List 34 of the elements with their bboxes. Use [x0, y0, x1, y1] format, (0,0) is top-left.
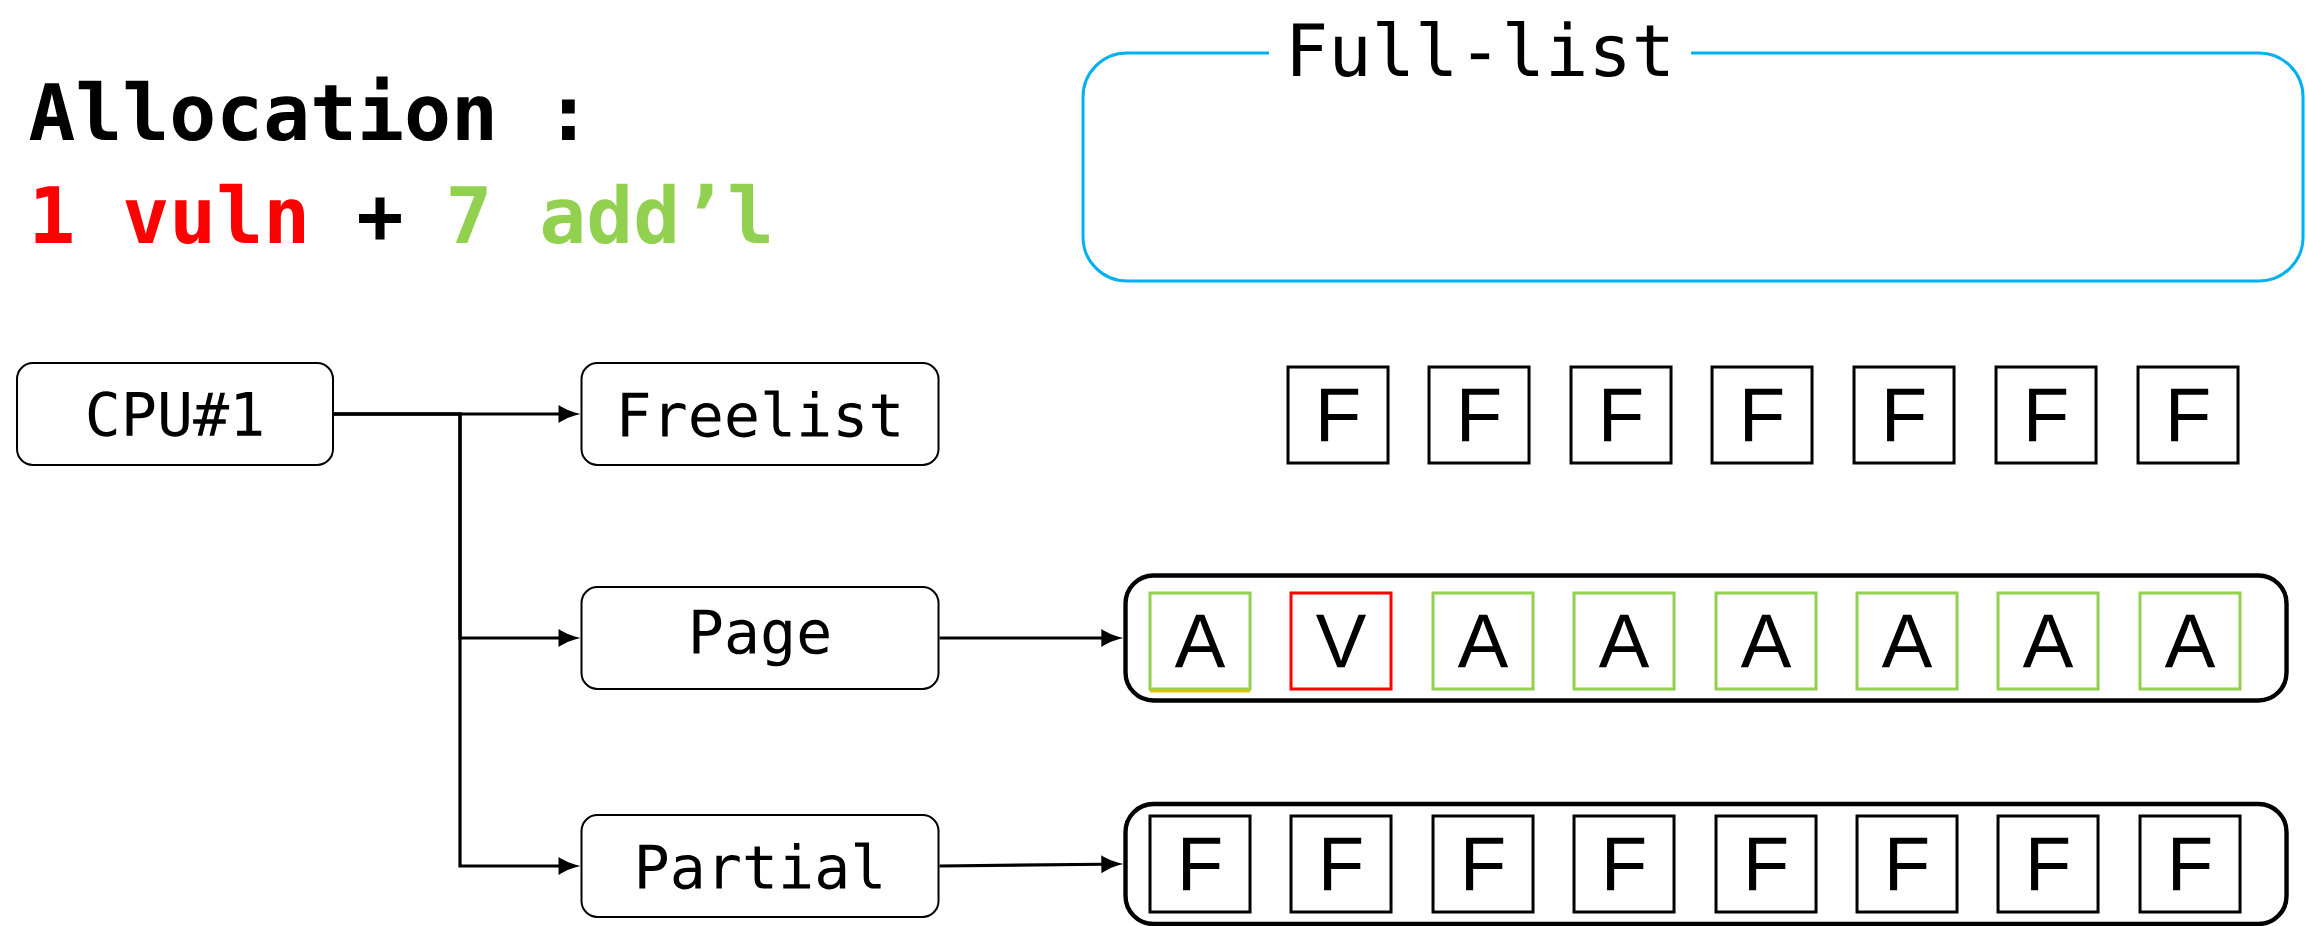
- slot-box: F: [1569, 365, 1673, 465]
- slot-box: F: [1148, 814, 1252, 914]
- list-panel: Full-list: [1081, 20, 2305, 283]
- slot-box: A: [1714, 591, 1818, 691]
- title: Allocation :: [29, 76, 575, 142]
- slot-box: A: [1855, 591, 1959, 691]
- slot-box: A: [2138, 591, 2242, 691]
- heading-text: 1 vuln: [35, 183, 304, 245]
- slot-box: A: [1431, 591, 1535, 691]
- slab-box: [1123, 801, 2289, 926]
- slot-box: F: [1286, 365, 1390, 465]
- slot-box: A: [1996, 591, 2100, 691]
- slot-box: A: [1572, 591, 1676, 691]
- slot-box: F: [2138, 814, 2242, 914]
- heading-text: +: [359, 197, 401, 240]
- slot-box: F: [1996, 814, 2100, 914]
- slot-box: F: [2136, 365, 2240, 465]
- process-box: Page: [580, 586, 940, 690]
- heading-text: 7 add’l: [450, 183, 769, 245]
- process-box: CPU#1: [16, 362, 334, 466]
- slot-box: F: [1710, 365, 1814, 465]
- slot-box: F: [1714, 814, 1818, 914]
- slab-box: [1123, 573, 2289, 703]
- process-box: Freelist: [580, 362, 940, 466]
- slot-box: F: [1855, 814, 1959, 914]
- process-box: Partial: [580, 814, 940, 918]
- slot-box: V: [1289, 591, 1393, 691]
- slot-box: F: [1994, 365, 2098, 465]
- slot-box: F: [1427, 365, 1531, 465]
- slot-box: F: [1431, 814, 1535, 914]
- slot-box: F: [1289, 814, 1393, 914]
- slot-box: A: [1148, 591, 1252, 693]
- slot-box: F: [1852, 365, 1956, 465]
- slot-box: F: [1572, 814, 1676, 914]
